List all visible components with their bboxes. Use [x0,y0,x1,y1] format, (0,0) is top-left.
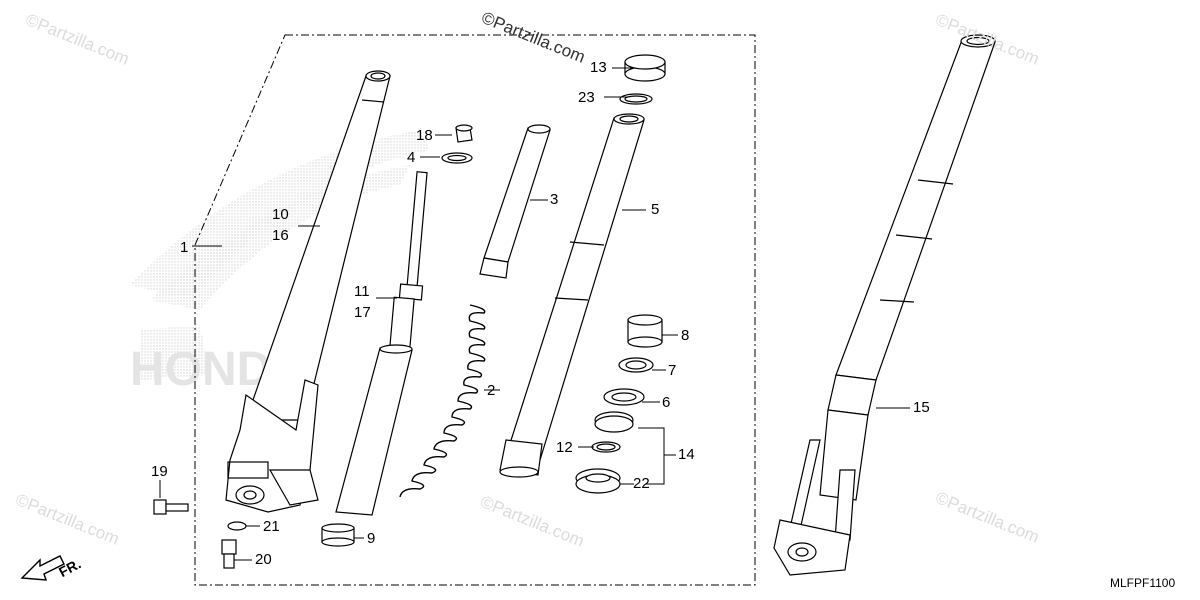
callout-19: 19 [151,463,168,480]
callout-8: 8 [681,327,690,344]
callout-13: 13 [590,59,607,76]
diagram-code: MLFPF1100 [1110,576,1176,590]
leader-lines [159,67,910,561]
assembly-boundary [194,34,756,586]
callout-9: 9 [367,530,376,547]
callout-22: 22 [633,475,650,492]
callout-3: 3 [550,191,559,208]
fork-outer-tube-left [225,70,391,513]
callout-2: 2 [487,382,496,399]
callout-16: 16 [272,227,289,244]
callout-23: 23 [578,89,595,106]
callout-7: 7 [668,362,677,379]
callout-4: 4 [407,149,416,166]
fork-assembly-right [773,34,996,576]
callout-1: 1 [180,239,189,256]
callout-14: 14 [678,446,695,463]
nut-and-washer [441,124,473,164]
slide-bush [321,523,355,547]
callout-15: 15 [913,399,930,416]
callout-20: 20 [255,551,272,568]
damper-rod [335,171,428,516]
fasteners [153,499,247,569]
callout-12: 12 [556,439,573,456]
callout-18: 18 [416,127,433,144]
callout-11: 11 [354,283,370,300]
callout-5: 5 [651,201,660,218]
spacer-tube [479,124,551,279]
callout-6: 6 [662,394,671,411]
callout-21: 21 [263,518,280,535]
callout-10: 10 [272,206,289,223]
seal-stack [575,314,663,494]
callout-17: 17 [354,304,371,321]
fork-inner-tube [499,113,645,478]
fork-cap [619,54,666,105]
front-direction-arrow [20,555,65,581]
fork-spring [399,304,486,498]
